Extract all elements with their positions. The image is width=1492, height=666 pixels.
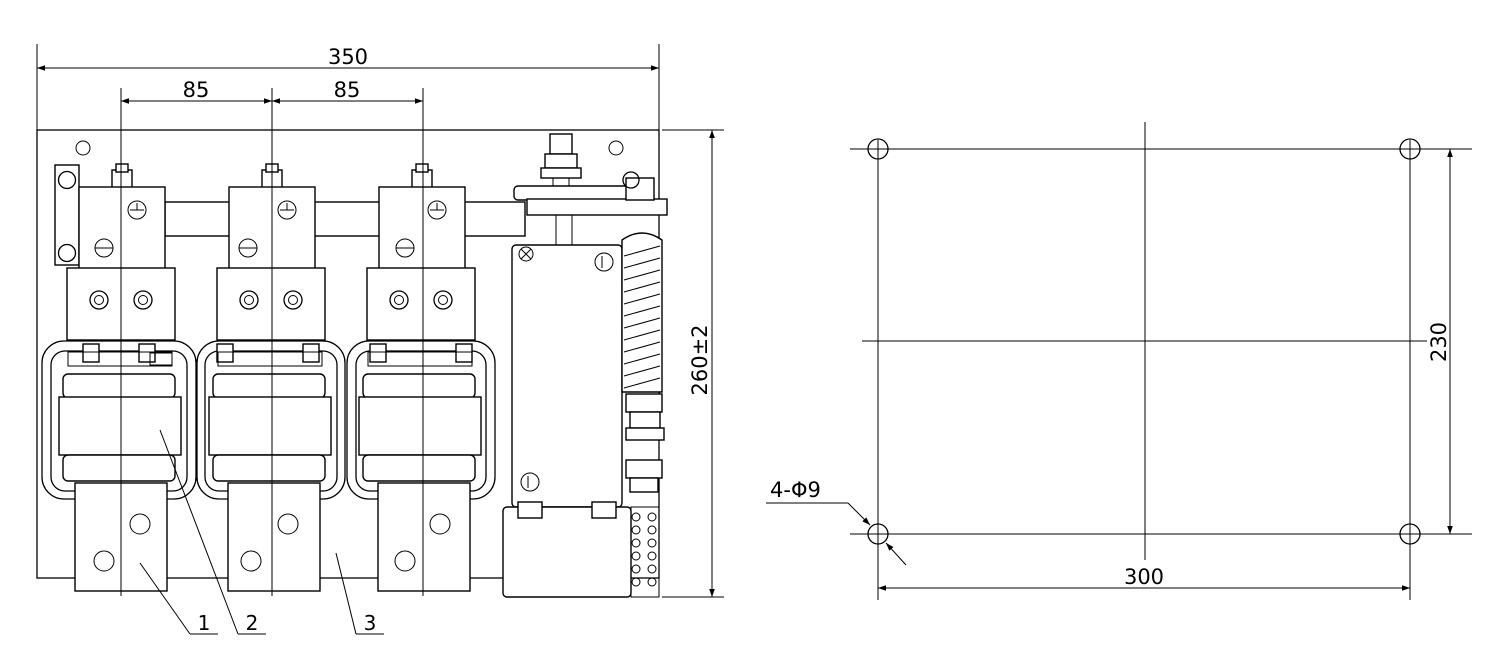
callout-2: 2 [246, 611, 259, 635]
mounting-hole [867, 138, 889, 160]
pole-2 [196, 163, 346, 592]
callout-3: 3 [364, 611, 377, 635]
mounting-hole [1399, 523, 1421, 545]
main-shaft [164, 201, 526, 237]
plate-hole [75, 140, 91, 156]
operating-mechanism [502, 133, 668, 598]
pole-3 [346, 163, 496, 592]
mounting-hole [1399, 138, 1421, 160]
dim-pole-pitch-1: 85 [183, 78, 210, 102]
mounting-hole-layout: 300 230 4-Φ9 [766, 122, 1472, 600]
dim-overall-height: 260±2 [688, 324, 712, 395]
dim-hole-callout: 4-Φ9 [770, 478, 821, 502]
dim-overall-width: 350 [328, 45, 368, 69]
dim-hole-spacing-width: 300 [1124, 565, 1164, 589]
mounting-hole [867, 523, 889, 545]
dim-hole-spacing-height: 230 [1427, 322, 1451, 362]
callout-1: 1 [198, 611, 211, 635]
left-bracket [54, 164, 80, 266]
plate-hole [608, 140, 624, 156]
front-view: 350 85 85 260±2 1 2 3 [36, 44, 724, 635]
dim-pole-pitch-2: 85 [334, 78, 361, 102]
